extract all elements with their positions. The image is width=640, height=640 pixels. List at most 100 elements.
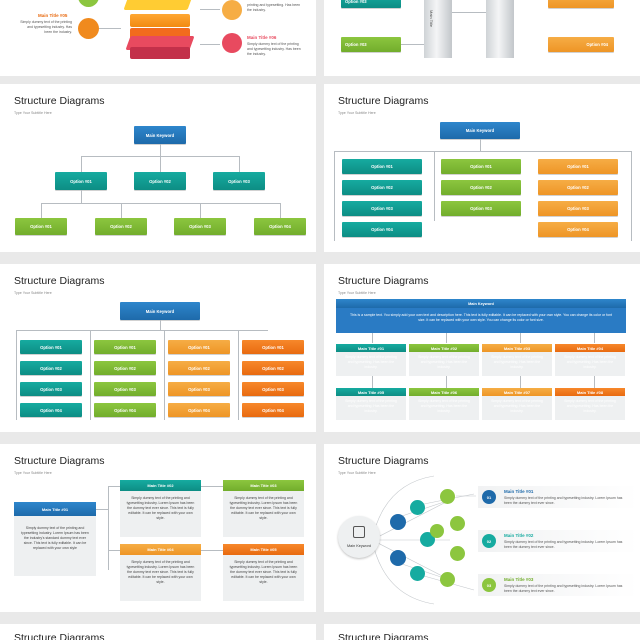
item-title: Main Title #03 xyxy=(504,577,534,582)
option-box[interactable]: Option #04 xyxy=(20,403,82,417)
card-text: Simply dummy text of the printing and ty… xyxy=(345,399,397,413)
option-box[interactable]: Option #02 xyxy=(94,361,156,375)
number-badge: 01 xyxy=(482,490,496,504)
main-keyword-label: Main Keyword xyxy=(346,544,372,548)
slide-structure-4[interactable]: Structure Diagrams Type Your Subtitle He… xyxy=(324,84,640,252)
card-body[interactable] xyxy=(336,352,406,376)
icon-circle-top-left xyxy=(78,0,99,7)
card-body[interactable] xyxy=(555,396,625,420)
option-box[interactable]: Option #03 xyxy=(341,37,401,52)
option-box[interactable]: Option #02 xyxy=(20,361,82,375)
main-keyword-box[interactable]: Main Keyword xyxy=(134,126,186,144)
main-keyword-box[interactable]: Main Keyword xyxy=(120,302,200,320)
card-text: Simply dummy text of the printing and ty… xyxy=(229,496,298,520)
slide-title: Structure Diagrams xyxy=(338,95,429,107)
teal-icon-circle[interactable] xyxy=(410,500,425,515)
card-body[interactable] xyxy=(409,396,479,420)
option-box[interactable]: Option #04 xyxy=(94,403,156,417)
option-box[interactable]: Option #01 xyxy=(441,159,521,174)
option-box[interactable]: Option #04 xyxy=(168,403,230,417)
green-icon-circle[interactable] xyxy=(430,524,444,538)
blue-icon-circle[interactable] xyxy=(390,550,406,566)
main-keyword-header: Main Keyword xyxy=(336,299,626,308)
slide-top-right[interactable]: Option #03 Option #03 Main Title Option … xyxy=(324,0,640,76)
blue-icon-circle[interactable] xyxy=(390,514,406,530)
card-body[interactable] xyxy=(409,352,479,376)
card-body[interactable] xyxy=(223,555,304,601)
slide-structure-6[interactable]: Structure Diagrams Type Your Subtitle He… xyxy=(324,264,640,432)
option-box[interactable]: Option #02 xyxy=(168,361,230,375)
card-title: Main Title #05 xyxy=(223,544,304,555)
option-box[interactable]: Option #03 xyxy=(342,201,422,216)
slide-bottom-right[interactable]: Structure Diagrams xyxy=(324,624,640,640)
option-box[interactable]: Option #03 xyxy=(341,0,401,8)
option-box[interactable]: Option #01 xyxy=(55,172,107,190)
option-box[interactable]: Option #03 xyxy=(168,382,230,396)
green-icon-circle[interactable] xyxy=(440,489,455,504)
option-box[interactable]: Option #02 xyxy=(134,172,186,190)
card-title: Main Title #05 xyxy=(336,388,406,396)
title-06: Main Title #06 xyxy=(247,35,277,40)
option-box[interactable]: Option #04 xyxy=(242,403,304,417)
item-row-bg xyxy=(478,530,638,552)
main-keyword-box[interactable]: Main Keyword xyxy=(440,122,520,139)
option-box[interactable]: Option #04 xyxy=(342,222,422,237)
option-box[interactable]: Option #01 xyxy=(94,340,156,354)
slide-bottom-left[interactable]: Structure Diagrams xyxy=(0,624,316,640)
body-06: Simply dummy text of the printing and ty… xyxy=(247,42,301,56)
option-box[interactable]: Option #04 xyxy=(254,218,306,235)
option-box[interactable]: Option #02 xyxy=(441,180,521,195)
slide-title: Structure Diagrams xyxy=(338,275,429,287)
card-body[interactable] xyxy=(120,491,201,537)
teal-icon-circle[interactable] xyxy=(410,566,425,581)
option-box[interactable]: Option #01 xyxy=(342,159,422,174)
slide-structure-7[interactable]: Structure Diagrams Type Your Subtitle He… xyxy=(0,444,316,612)
option-box[interactable] xyxy=(548,0,614,8)
card-body[interactable] xyxy=(120,555,201,601)
slide-structure-3[interactable]: Structure Diagrams Type Your Subtitle He… xyxy=(0,84,316,252)
card-body[interactable] xyxy=(482,396,552,420)
green-icon-circle[interactable] xyxy=(440,572,455,587)
card-text: Simply dummy text of the printing and ty… xyxy=(564,355,616,369)
option-box[interactable]: Option #03 xyxy=(242,382,304,396)
option-box[interactable]: Option #02 xyxy=(242,361,304,375)
slide-title: Structure Diagrams xyxy=(14,275,105,287)
option-box[interactable]: Option #03 xyxy=(94,382,156,396)
item-row-bg xyxy=(478,486,638,508)
option-box[interactable]: Option #01 xyxy=(20,340,82,354)
card-text: Simply dummy text of the printing and ty… xyxy=(491,355,543,369)
option-box[interactable]: Option #04 xyxy=(538,222,618,237)
option-box[interactable]: Option #01 xyxy=(538,159,618,174)
option-box[interactable]: Option #01 xyxy=(15,218,67,235)
description-panel xyxy=(336,308,626,333)
option-box[interactable]: Option #02 xyxy=(95,218,147,235)
option-box[interactable]: Option #03 xyxy=(213,172,265,190)
card-body[interactable] xyxy=(482,352,552,376)
card-body[interactable] xyxy=(555,352,625,376)
item-row-bg xyxy=(478,574,638,596)
body-05: Simply dummy text of the printing and ty… xyxy=(20,20,72,34)
card-body[interactable] xyxy=(336,396,406,420)
slide-structure-8[interactable]: Structure Diagrams Type Your Subtitle He… xyxy=(324,444,640,612)
pillar xyxy=(424,0,452,58)
pillar-label: Main Title xyxy=(429,10,434,28)
option-box[interactable]: Option #03 xyxy=(174,218,226,235)
icon-circle-04 xyxy=(222,0,242,20)
option-box[interactable]: Option #02 xyxy=(538,180,618,195)
green-icon-circle[interactable] xyxy=(450,516,465,531)
option-box[interactable]: Option #02 xyxy=(342,180,422,195)
slide-subtitle: Type Your Subtitle Here xyxy=(14,471,52,475)
option-box[interactable]: Option #03 xyxy=(538,201,618,216)
main-card-body[interactable] xyxy=(14,516,96,576)
green-icon-circle[interactable] xyxy=(450,546,465,561)
option-box[interactable]: Option #03 xyxy=(20,382,82,396)
option-box[interactable]: Option #03 xyxy=(441,201,521,216)
option-box[interactable]: Option #04 xyxy=(548,37,614,52)
card-title: Main Title #06 xyxy=(409,388,479,396)
option-box[interactable]: Option #01 xyxy=(168,340,230,354)
slide-structure-5[interactable]: Structure Diagrams Type Your Subtitle He… xyxy=(0,264,316,432)
card-body[interactable] xyxy=(223,491,304,537)
slide-top-left[interactable]: Main Title #05 Simply dummy text of the … xyxy=(0,0,316,76)
option-box[interactable]: Option #01 xyxy=(242,340,304,354)
card-text: Simply dummy text of the printing and ty… xyxy=(126,560,195,584)
